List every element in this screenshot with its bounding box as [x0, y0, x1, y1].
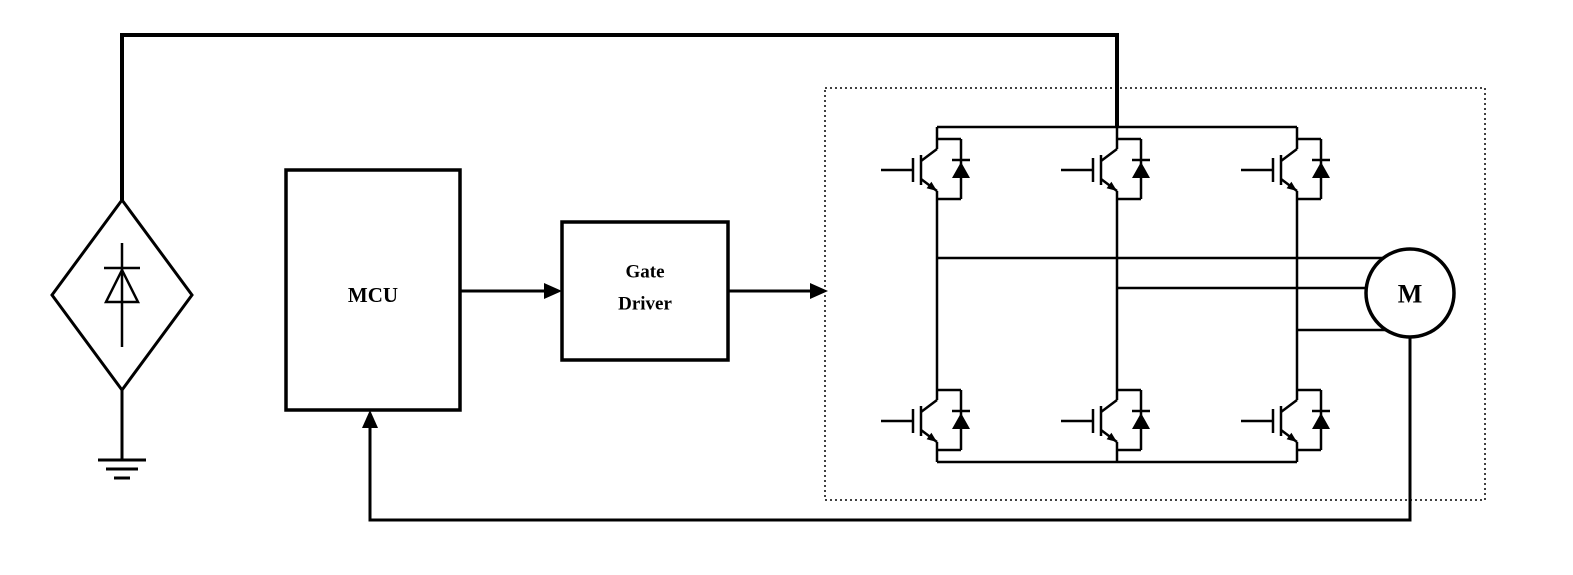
arrow-up-icon: [362, 410, 378, 428]
mcu-block: MCU: [284, 168, 462, 412]
inverter-bridge: [824, 87, 1486, 501]
mcu-label: MCU: [348, 283, 398, 307]
motor: M: [1364, 247, 1456, 339]
arrow-right-icon: [810, 283, 828, 299]
arrow-right-icon: [544, 283, 562, 299]
inverter-boundary: [824, 87, 1486, 501]
diode-icon: [103, 243, 141, 347]
mcu-to-gate-driver-arrow: [460, 283, 562, 299]
dc-source: [50, 197, 194, 480]
igbt-icon: [1239, 125, 1332, 213]
igbt-icon: [1059, 376, 1152, 464]
gate-driver-block: Gate Driver: [560, 220, 730, 362]
igbt-icon: [879, 376, 972, 464]
gate-driver-label-line1: Gate: [625, 262, 664, 283]
ground-icon: [98, 390, 146, 480]
supply-wire: [120, 33, 1119, 200]
igbt-icon: [879, 125, 972, 213]
igbt-icon: [1059, 125, 1152, 213]
motor-label: M: [1398, 280, 1423, 309]
igbt-icon: [1239, 376, 1332, 464]
feedback-wire: [362, 337, 1412, 522]
gate-driver-to-inverter-arrow: [728, 283, 828, 299]
gate-driver-label-line2: Driver: [618, 294, 672, 315]
